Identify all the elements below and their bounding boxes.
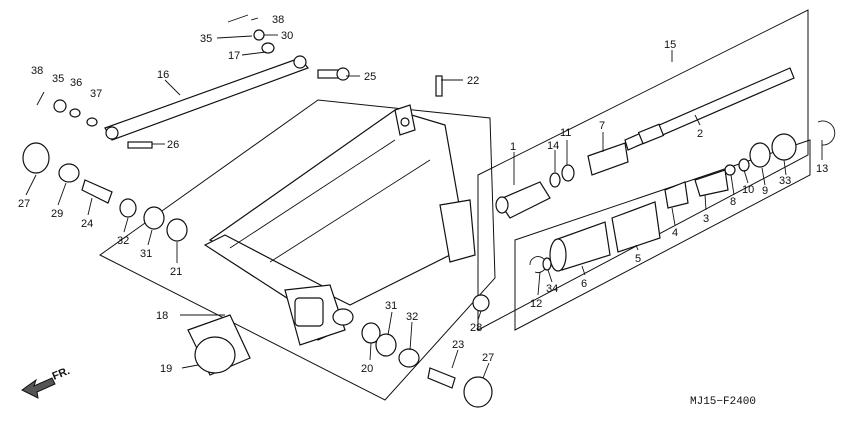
callout-5: 5 <box>635 253 641 265</box>
driveshaft-lower-frame <box>514 139 811 331</box>
swingarm-group-frame <box>99 99 496 401</box>
callout-3: 3 <box>703 213 709 225</box>
callout-36: 36 <box>70 77 82 89</box>
callout-9: 9 <box>762 185 768 197</box>
callout-11: 11 <box>560 127 571 139</box>
swingarm-body <box>203 104 476 346</box>
callout-22: 22 <box>467 75 479 87</box>
callout-32-bottom: 32 <box>406 311 418 323</box>
callout-12: 12 <box>530 298 542 310</box>
driveshaft-parts <box>495 67 836 273</box>
callout-28: 28 <box>470 322 482 334</box>
callout-6: 6 <box>581 278 587 290</box>
callout-8: 8 <box>730 196 736 208</box>
callout-30: 30 <box>281 30 293 42</box>
driveshaft-group-frame <box>477 9 809 331</box>
callout-35-top: 35 <box>200 33 212 45</box>
leader-lines <box>25 17 823 379</box>
callout-13: 13 <box>816 163 828 175</box>
callout-1: 1 <box>510 141 516 153</box>
callout-25: 25 <box>364 71 376 83</box>
callout-23: 23 <box>452 339 464 351</box>
callout-27-bottom: 27 <box>482 352 494 364</box>
callout-35-left: 35 <box>52 73 64 85</box>
direction-label: FR. <box>51 365 72 383</box>
callout-21: 21 <box>170 266 182 278</box>
callout-24: 24 <box>81 218 93 230</box>
diagram-code: MJ15−F2400 <box>690 396 756 408</box>
callout-16: 16 <box>157 69 169 81</box>
callout-10: 10 <box>742 184 754 196</box>
callout-33: 33 <box>779 175 791 187</box>
callout-4: 4 <box>672 227 678 239</box>
callout-29: 29 <box>51 208 63 220</box>
torque-rod <box>104 55 309 141</box>
callout-38-top: 38 <box>272 14 284 26</box>
callout-26: 26 <box>167 139 179 151</box>
callout-19: 19 <box>160 363 172 375</box>
callout-17: 17 <box>228 50 240 62</box>
callout-32-left: 32 <box>117 235 129 247</box>
callout-14: 14 <box>547 140 559 152</box>
callout-20: 20 <box>361 363 373 375</box>
callout-7: 7 <box>599 120 605 132</box>
callout-15: 15 <box>664 39 676 51</box>
front-direction-arrow-icon <box>21 377 56 399</box>
callout-31-left: 31 <box>140 248 152 260</box>
callout-labels: 38 35 30 17 25 22 38 35 36 37 16 26 27 2… <box>18 14 828 375</box>
callout-34: 34 <box>546 283 558 295</box>
callout-37: 37 <box>90 88 102 100</box>
hardware-parts <box>22 14 493 408</box>
callout-18: 18 <box>156 310 168 322</box>
callout-31-bottom: 31 <box>385 300 397 312</box>
callout-38-left: 38 <box>31 65 43 77</box>
callout-27-left: 27 <box>18 198 30 210</box>
callout-2: 2 <box>697 128 703 140</box>
